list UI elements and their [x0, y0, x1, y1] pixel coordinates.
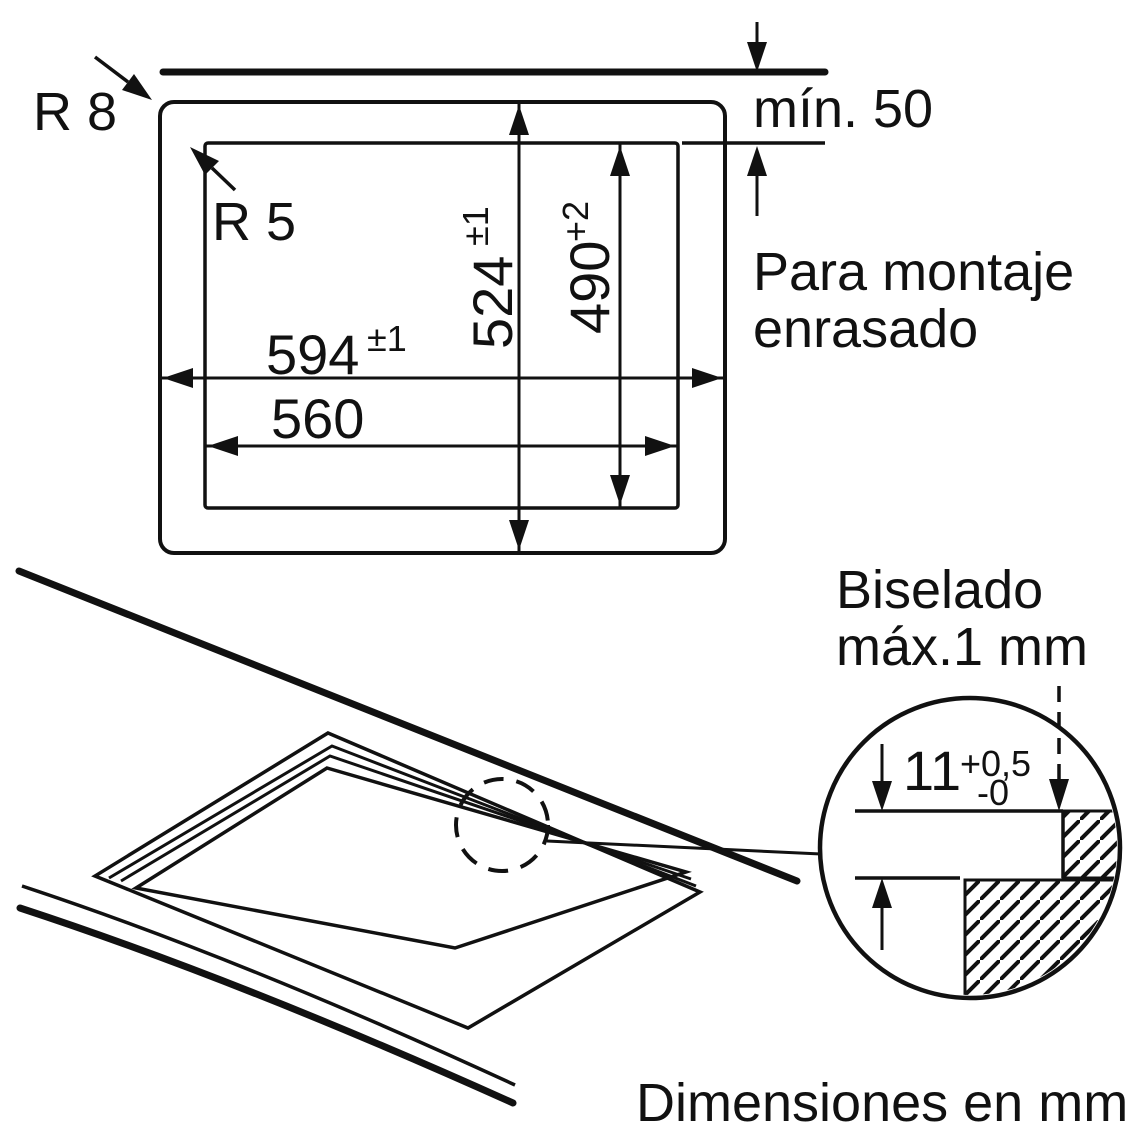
recess-outer-outline — [91, 731, 704, 1030]
arrow-up-icon — [747, 146, 767, 176]
detail-reference-circle — [454, 777, 550, 873]
outer-width-tolerance: ±1 — [367, 318, 407, 359]
outer-depth-tolerance: ±1 — [455, 206, 496, 246]
rebate-depth-tolerance-minus: -0 — [977, 772, 1009, 813]
worktop-section-lower-hatch — [963, 878, 1117, 995]
outer-depth-value: 524 — [461, 256, 524, 349]
chamfer-leader — [1049, 686, 1069, 811]
mounting-note-line2: enrasado — [753, 299, 978, 359]
arrow-right-icon — [645, 436, 675, 456]
arrow-down-icon — [610, 475, 630, 505]
worktop-back-edge-line — [15, 567, 801, 885]
inner-cutout-rect — [203, 141, 680, 510]
outer-width-dimension — [160, 368, 725, 388]
cutout-depth-dimension — [610, 143, 630, 508]
units-note: Dimensiones en mm — [636, 1073, 1128, 1133]
arrow-up-icon — [610, 146, 630, 176]
chamfer-note-line2: máx.1 mm — [836, 617, 1088, 677]
cutout-hole-outline — [131, 766, 692, 950]
inner-radius-leader — [190, 147, 237, 192]
outer-width-value: 594 — [266, 323, 359, 386]
cutout-width-dimension — [205, 436, 678, 456]
arrow-down-icon — [747, 42, 767, 72]
arrow-icon — [190, 147, 219, 175]
top-view: R 8 R 5 mín. 50 594 ±1 560 524 ±1 490 +2… — [33, 22, 1074, 555]
clearance-dimension — [747, 22, 767, 216]
recess-step-outline-1 — [108, 744, 697, 888]
worktop-front-edge-line — [16, 904, 517, 1107]
cutout-depth-tolerance: +2 — [555, 201, 596, 242]
arrow-left-icon — [163, 368, 193, 388]
rear-clearance-label: mín. 50 — [753, 79, 933, 139]
inner-radius-label: R 5 — [212, 192, 296, 252]
rebate-depth-tolerance-plus: +0,5 — [960, 743, 1031, 784]
arrow-right-icon — [692, 368, 722, 388]
rebate-depth-value: 11 — [903, 739, 961, 802]
outer-radius-leader — [93, 55, 152, 100]
detail-leader-line — [546, 839, 822, 856]
arrow-down-icon — [872, 781, 892, 811]
outer-recess-rect — [158, 100, 727, 555]
outer-depth-dimension — [509, 102, 529, 553]
detail-circle — [817, 695, 1123, 1001]
arrow-down-icon — [509, 520, 529, 550]
worktop-front-top-edge — [21, 884, 516, 1087]
chamfer-note-line1: Biselado — [836, 560, 1043, 620]
isometric-view — [15, 567, 822, 1107]
arrow-up-icon — [509, 105, 529, 135]
mounting-note-line1: Para montaje — [753, 242, 1074, 302]
arrow-left-icon — [208, 436, 238, 456]
detail-view: Biselado máx.1 mm 11 +0,5 -0 — [817, 560, 1123, 1001]
arrow-down-icon — [1049, 779, 1069, 811]
cutout-depth-value: 490 — [558, 241, 621, 334]
arrow-up-icon — [872, 878, 892, 908]
arrow-icon — [122, 74, 152, 100]
rebate-depth-dimension — [872, 744, 892, 950]
outer-radius-label: R 8 — [33, 82, 117, 142]
cutout-width-value: 560 — [271, 387, 364, 450]
